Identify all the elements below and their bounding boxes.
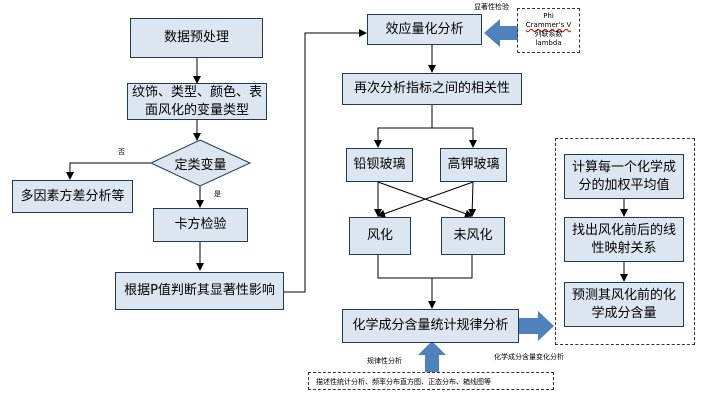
methods-note: 描述性统计分析、频率分布直方图、正态分布、箱线图等 (316, 378, 491, 386)
thick-arrow-up-methods (418, 341, 446, 372)
node-predict: 预测其风化前的化学成分含量 (564, 282, 684, 327)
thick-arrow-to-right-panel (519, 311, 554, 341)
label-significance-test: 显著性检验 (474, 3, 509, 11)
coefficient-lambda: lambda (535, 39, 562, 47)
label-content-change: 化学成分含量变化分析 (494, 353, 564, 361)
node-unweathered: 未风化 (441, 217, 505, 255)
node-anova: 多因素方差分析等 (12, 180, 133, 213)
edge-pvalue-to-effect (284, 29, 367, 293)
label-yes: 是 (214, 190, 221, 198)
coefficient-phi: Phi (543, 12, 554, 20)
coefficients-note-frame (517, 8, 580, 53)
decision-diamond (149, 139, 252, 187)
node-chemical-stats: 化学成分含量统计规律分析 (342, 309, 519, 343)
node-high-potassium: 高钾玻璃 (440, 148, 507, 182)
right-panel-frame (555, 138, 695, 345)
methods-note-frame (308, 372, 554, 390)
edge-decision-no (66, 162, 151, 180)
node-lead-barium: 铅钡玻璃 (346, 148, 413, 182)
node-is-categorical: 定类变量 (151, 140, 250, 186)
edge-weathered-merge (377, 255, 473, 279)
coefficient-cramers-v: Crammer's V (525, 21, 572, 29)
node-chi-square: 卡方检验 (153, 208, 248, 242)
node-p-value: 根据P值判断其显著性影响 (115, 272, 284, 310)
node-preprocess: 数据预处理 (130, 18, 263, 58)
node-variable-types: 纹饰、类型、颜色、表面风化的变量类型 (127, 83, 267, 120)
edge-potassium-to-unweathered (468, 181, 477, 217)
edge-correlation-split-right (432, 127, 477, 148)
thick-arrow-from-coefficients (484, 19, 518, 47)
node-weighted-average: 计算每一个化学成分的加权平均值 (564, 154, 684, 199)
coefficient-contingency: 列联系数 (534, 30, 563, 38)
node-weathered: 风化 (349, 217, 411, 255)
label-no: 否 (118, 148, 125, 156)
node-correlation: 再次分析指标之间的相关性 (342, 73, 522, 105)
decision-label: 定类变量 (174, 157, 227, 173)
edge-correlation-split (377, 105, 433, 147)
label-pattern-analysis: 规律性分析 (367, 357, 402, 365)
coefficients-note: Phi Crammer's V 列联系数 lambda (518, 12, 579, 48)
node-effect-size: 效应量化分析 (367, 14, 482, 45)
node-linear-mapping: 找出风化前后的线性映射关系 (564, 217, 684, 262)
edge-potassium-to-weathered (377, 181, 474, 218)
